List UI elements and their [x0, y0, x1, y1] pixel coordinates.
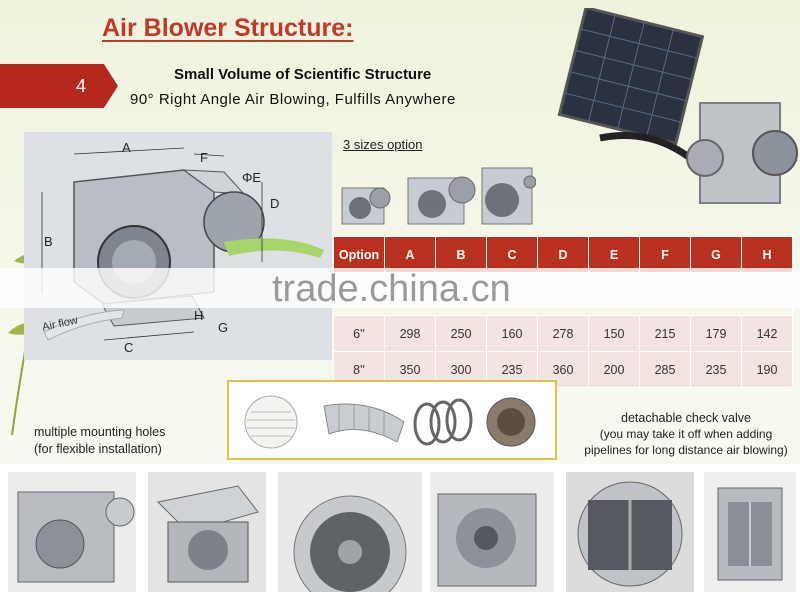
col-header: E	[588, 236, 640, 273]
note-line: (you may take it off when adding	[599, 427, 773, 441]
subtitle: 90° Right Angle Air Blowing, Fulfills An…	[130, 91, 456, 108]
table-cell: 200	[588, 351, 640, 388]
check-valve-note: detachable check valve (you may take it …	[574, 410, 798, 458]
dim-label-f: F	[200, 150, 208, 165]
col-header: A	[384, 236, 436, 273]
col-header: H	[741, 236, 793, 273]
dim-label-c: C	[124, 340, 134, 355]
watermark: trade.china.cn	[272, 268, 511, 310]
small-blower-photo	[341, 187, 391, 225]
accessories-box	[227, 380, 557, 460]
note-line: multiple mounting holes	[34, 425, 166, 439]
check-valve-photo-1	[566, 472, 694, 592]
page-number-tab: 4	[0, 64, 118, 108]
dim-label-e: ΦE	[242, 170, 262, 185]
watermark-band	[0, 268, 800, 308]
blower-housing-photo	[430, 472, 554, 592]
col-header: C	[486, 236, 538, 273]
note-line: (for flexible installation)	[34, 442, 162, 456]
col-header: B	[435, 236, 487, 273]
table-cell: 235	[690, 351, 742, 388]
dim-label-a: A	[122, 140, 131, 155]
mounting-photo-2	[148, 472, 266, 592]
check-valve-photo-2	[704, 472, 796, 592]
table-row: 6'' 298 250 160 278 150 215 179 142	[333, 315, 793, 352]
table-cell: 190	[741, 351, 793, 388]
mounting-holes-note: multiple mounting holes (for flexible in…	[34, 424, 165, 458]
solar-panel-illustration	[557, 8, 798, 204]
large-blower-photo	[481, 167, 536, 225]
impeller-photo	[278, 472, 422, 592]
dim-label-g: G	[218, 320, 229, 335]
hood-vent-icon	[486, 397, 536, 447]
table-cell: 285	[639, 351, 691, 388]
subtitle-bold: Small Volume of Scientific Structure	[174, 66, 432, 83]
vent-grille-icon	[244, 395, 298, 449]
dimension-table: Option A B C D E F G H 6'' 298 250 160 2…	[333, 236, 793, 388]
col-header: G	[690, 236, 742, 273]
note-line: pipelines for long distance air blowing)	[584, 443, 788, 457]
dimension-diagram: A F ΦE D B H G C Air flow	[24, 132, 332, 360]
medium-blower-photo	[407, 176, 476, 225]
table-cell: 142	[741, 315, 793, 352]
table-cell: 150	[588, 315, 640, 352]
table-header-row: Option A B C D E F G H	[333, 236, 793, 273]
sizes-option-label: 3 sizes option	[343, 137, 423, 152]
dim-label-d: D	[270, 196, 280, 211]
col-header: Option	[333, 236, 385, 273]
table-cell: 278	[537, 315, 589, 352]
col-header: D	[537, 236, 589, 273]
dim-label-h: H	[194, 308, 204, 323]
table-cell: 298	[384, 315, 436, 352]
table-cell: 6''	[333, 315, 385, 352]
col-header: F	[639, 236, 691, 273]
table-cell: 160	[486, 315, 538, 352]
table-cell: 215	[639, 315, 691, 352]
page-number: 4	[76, 75, 87, 96]
table-cell: 250	[435, 315, 487, 352]
table-cell: 179	[690, 315, 742, 352]
note-heading: detachable check valve	[621, 411, 751, 425]
page-title: Air Blower Structure:	[102, 14, 354, 42]
detail-photo-band	[0, 464, 800, 600]
dim-label-b: B	[44, 234, 53, 249]
size-options-photos	[341, 167, 536, 225]
hose-clamp-icon	[413, 398, 473, 446]
mounting-photo-1	[8, 472, 136, 592]
flex-duct-icon	[323, 403, 405, 443]
